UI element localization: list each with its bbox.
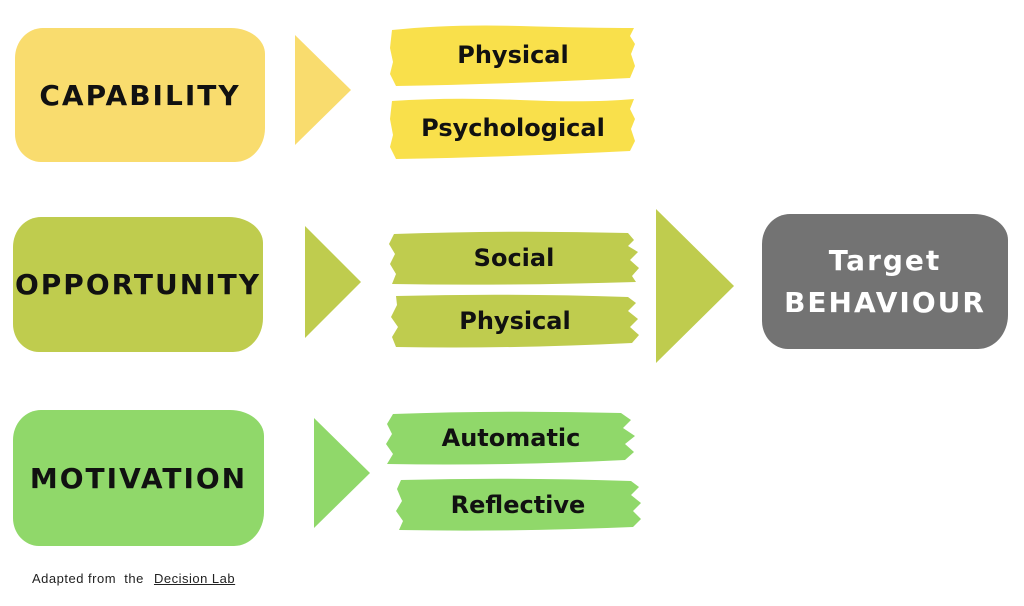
arrow-right-icon (295, 35, 351, 145)
capability-component-physical: Physical (390, 22, 636, 88)
component-label: Automatic (441, 424, 581, 452)
brush-stroke (391, 294, 639, 348)
component-label: Psychological (421, 114, 605, 142)
caption-prefix: Adapted from the (32, 571, 144, 586)
target-line1: Target (828, 243, 942, 277)
brush-stroke (390, 25, 635, 86)
attribution-caption: Adapted from the Decision Lab (32, 571, 235, 586)
decision-lab-link[interactable]: Decision Lab (153, 571, 236, 586)
arrow-right-icon (314, 418, 370, 528)
motivation-box: MOTIVATION (13, 410, 264, 546)
component-label: Physical (459, 307, 571, 335)
motivation-component-automatic: Automatic (385, 410, 637, 466)
target-line2: BEHAVIOUR (784, 285, 986, 319)
motivation-label: MOTIVATION (29, 461, 248, 495)
opportunity-box: OPPORTUNITY (13, 217, 263, 352)
opportunity-component-physical: Physical (390, 293, 640, 349)
capability-label: CAPABILITY (39, 78, 241, 112)
opportunity-component-social: Social (388, 230, 640, 286)
brush-stroke (386, 411, 635, 465)
brush-stroke (396, 478, 641, 531)
component-label: Social (473, 244, 555, 272)
opportunity-label: OPPORTUNITY (14, 268, 261, 301)
target-behaviour-box: Target BEHAVIOUR (762, 214, 1008, 349)
capability-box: CAPABILITY (15, 28, 265, 162)
arrow-right-icon (305, 226, 361, 338)
motivation-component-reflective: Reflective (395, 477, 641, 532)
capability-component-psychological: Psychological (390, 95, 636, 161)
arrow-right-icon (656, 209, 734, 363)
brush-stroke (389, 231, 639, 285)
component-label: Physical (457, 41, 569, 69)
brush-stroke (390, 98, 635, 159)
component-label: Reflective (450, 490, 586, 519)
